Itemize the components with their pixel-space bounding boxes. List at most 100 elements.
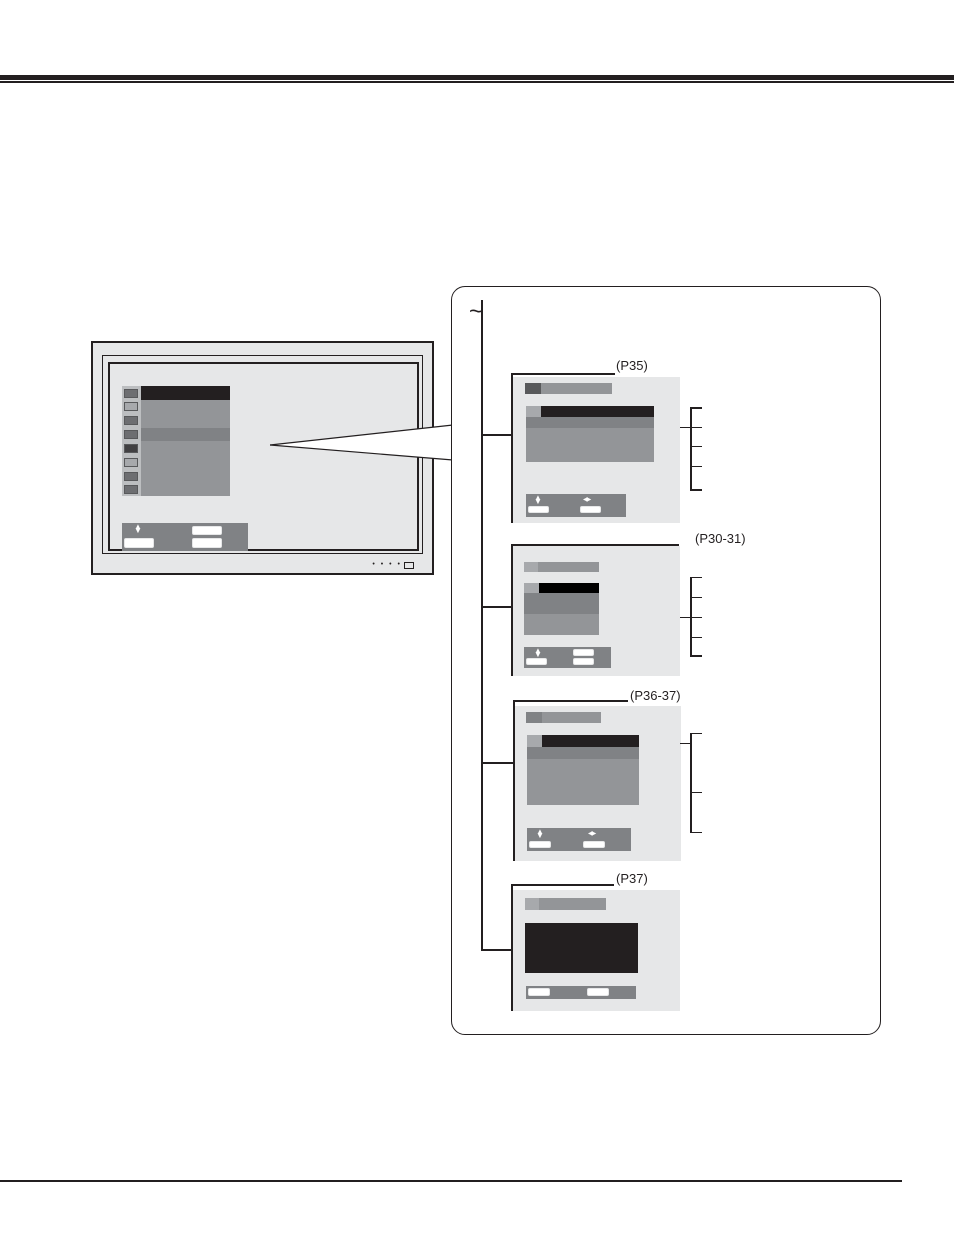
branch-connector-1 — [481, 434, 512, 436]
main-menu-nav-bar: ▲▼ — [122, 523, 248, 551]
nav-button[interactable] — [124, 538, 154, 548]
submenu-item-selected[interactable] — [542, 735, 639, 747]
submenu-title-bar — [538, 562, 599, 572]
setting-icon[interactable] — [122, 428, 141, 440]
bracket-spine-3 — [690, 733, 692, 833]
submenu-item-selected[interactable] — [541, 406, 654, 417]
timer-icon[interactable] — [122, 483, 141, 495]
timer-display — [525, 923, 638, 973]
bracket-stem-1 — [680, 427, 692, 428]
nav-button[interactable] — [583, 841, 605, 848]
nav-button[interactable] — [192, 526, 222, 535]
panel-top-border-3 — [514, 700, 630, 702]
power-led-icon — [404, 562, 414, 569]
submenu-nav-bar: ▲▼ ◀▶ — [527, 828, 631, 851]
pc-adjust-icon[interactable] — [122, 456, 141, 468]
bracket-tick — [690, 792, 702, 793]
setting-submenu-icon — [525, 383, 541, 394]
nav-button[interactable] — [580, 506, 601, 513]
submenu-list — [526, 406, 654, 462]
monitor-bezel: ▲▼ — [102, 355, 423, 554]
branch-connector-4 — [481, 949, 512, 951]
main-menu-item-highlighted[interactable] — [141, 428, 230, 441]
panel-top-border-2 — [512, 544, 679, 546]
screen-icon[interactable] — [122, 414, 141, 426]
nav-button[interactable] — [529, 841, 551, 848]
pc-adjust-submenu-icon — [524, 562, 538, 572]
submenu-item[interactable] — [527, 747, 639, 759]
monitor-illustration: ▲▼ • • • • — [91, 341, 434, 575]
bracket-tick — [690, 832, 702, 833]
bracket-tick — [690, 597, 702, 598]
submenu-item[interactable] — [524, 593, 599, 614]
up-down-arrow-icon: ▲▼ — [534, 493, 542, 506]
nav-button[interactable] — [573, 649, 594, 656]
item-icon — [526, 406, 541, 417]
panel-left-border-1 — [511, 373, 513, 523]
timer-submenu-icon — [525, 898, 539, 910]
footer-rule — [0, 1180, 902, 1182]
submenu-panel-setting: ▲▼ ◀▶ — [513, 377, 680, 523]
language-icon[interactable] — [122, 442, 141, 454]
bracket-spine-1 — [690, 407, 692, 491]
left-right-arrow-icon: ◀▶ — [588, 831, 596, 837]
break-symbol: ~ — [469, 298, 484, 325]
bracket-tick — [690, 733, 702, 734]
submenu-panel-timer — [513, 890, 680, 1011]
picture-icon[interactable] — [122, 387, 141, 399]
nav-button[interactable] — [526, 658, 547, 665]
submenu-title-bar — [539, 898, 606, 910]
submenu-nav-bar — [526, 986, 636, 999]
left-right-arrow-icon: ◀▶ — [583, 497, 591, 503]
submenu-panel-pc-adjust: ▲▼ — [513, 546, 680, 676]
item-icon — [527, 735, 542, 747]
submenu-nav-bar: ▲▼ ◀▶ — [526, 494, 626, 517]
bracket-tick — [690, 655, 702, 657]
bracket-tick — [690, 446, 702, 447]
panel-left-border-4 — [511, 884, 513, 1011]
submenu-item-selected[interactable] — [539, 583, 599, 593]
bracket-tick — [690, 466, 702, 467]
bracket-tick — [690, 577, 702, 578]
main-menu-icon-column — [122, 386, 141, 496]
item-icon — [524, 583, 539, 593]
nav-button[interactable] — [573, 658, 594, 665]
submenu-item[interactable] — [526, 417, 654, 428]
sound-icon[interactable] — [122, 400, 141, 412]
bracket-tick — [690, 637, 702, 638]
nav-button[interactable] — [587, 988, 609, 996]
page-ref-timer: (P37) — [614, 871, 650, 886]
panel-top-border-1 — [512, 373, 615, 375]
main-menu-item-selected[interactable] — [141, 386, 230, 400]
up-down-arrow-icon: ▲▼ — [134, 522, 142, 535]
submenu-title-bar — [541, 383, 612, 394]
submenu-list — [527, 735, 639, 805]
page-ref-setting: (P35) — [614, 358, 650, 373]
nav-button[interactable] — [192, 538, 222, 548]
bracket-tick — [690, 617, 702, 618]
bracket-stem-3 — [680, 743, 691, 744]
branch-connector-3 — [481, 762, 514, 764]
monitor-screen: ▲▼ — [108, 362, 419, 551]
main-menu-list — [141, 386, 230, 496]
page-ref-screen-adjust: (P36-37) — [628, 688, 683, 703]
bracket-tick — [690, 427, 702, 428]
indicator-dots: • • • • — [372, 561, 402, 568]
submenu-nav-bar: ▲▼ — [524, 647, 611, 668]
tree-trunk — [481, 300, 483, 951]
screen-adjust-icon[interactable] — [122, 470, 141, 482]
panel-left-border-2 — [511, 544, 513, 676]
page-ref-pc-adjust: (P30-31) — [693, 531, 748, 546]
panel-top-border-4 — [512, 884, 615, 886]
header-rule-thin — [0, 81, 954, 83]
nav-button[interactable] — [528, 506, 549, 513]
header-rule-thick — [0, 75, 954, 80]
nav-button[interactable] — [528, 988, 550, 996]
bracket-tick — [690, 489, 702, 491]
callout-pointer — [270, 424, 454, 461]
panel-left-border-3 — [513, 700, 515, 861]
up-down-arrow-icon: ▲▼ — [534, 646, 542, 659]
submenu-title-bar — [542, 712, 601, 723]
bracket-tick — [690, 407, 702, 409]
submenu-panel-screen-adjust: ▲▼ ◀▶ — [515, 706, 681, 861]
